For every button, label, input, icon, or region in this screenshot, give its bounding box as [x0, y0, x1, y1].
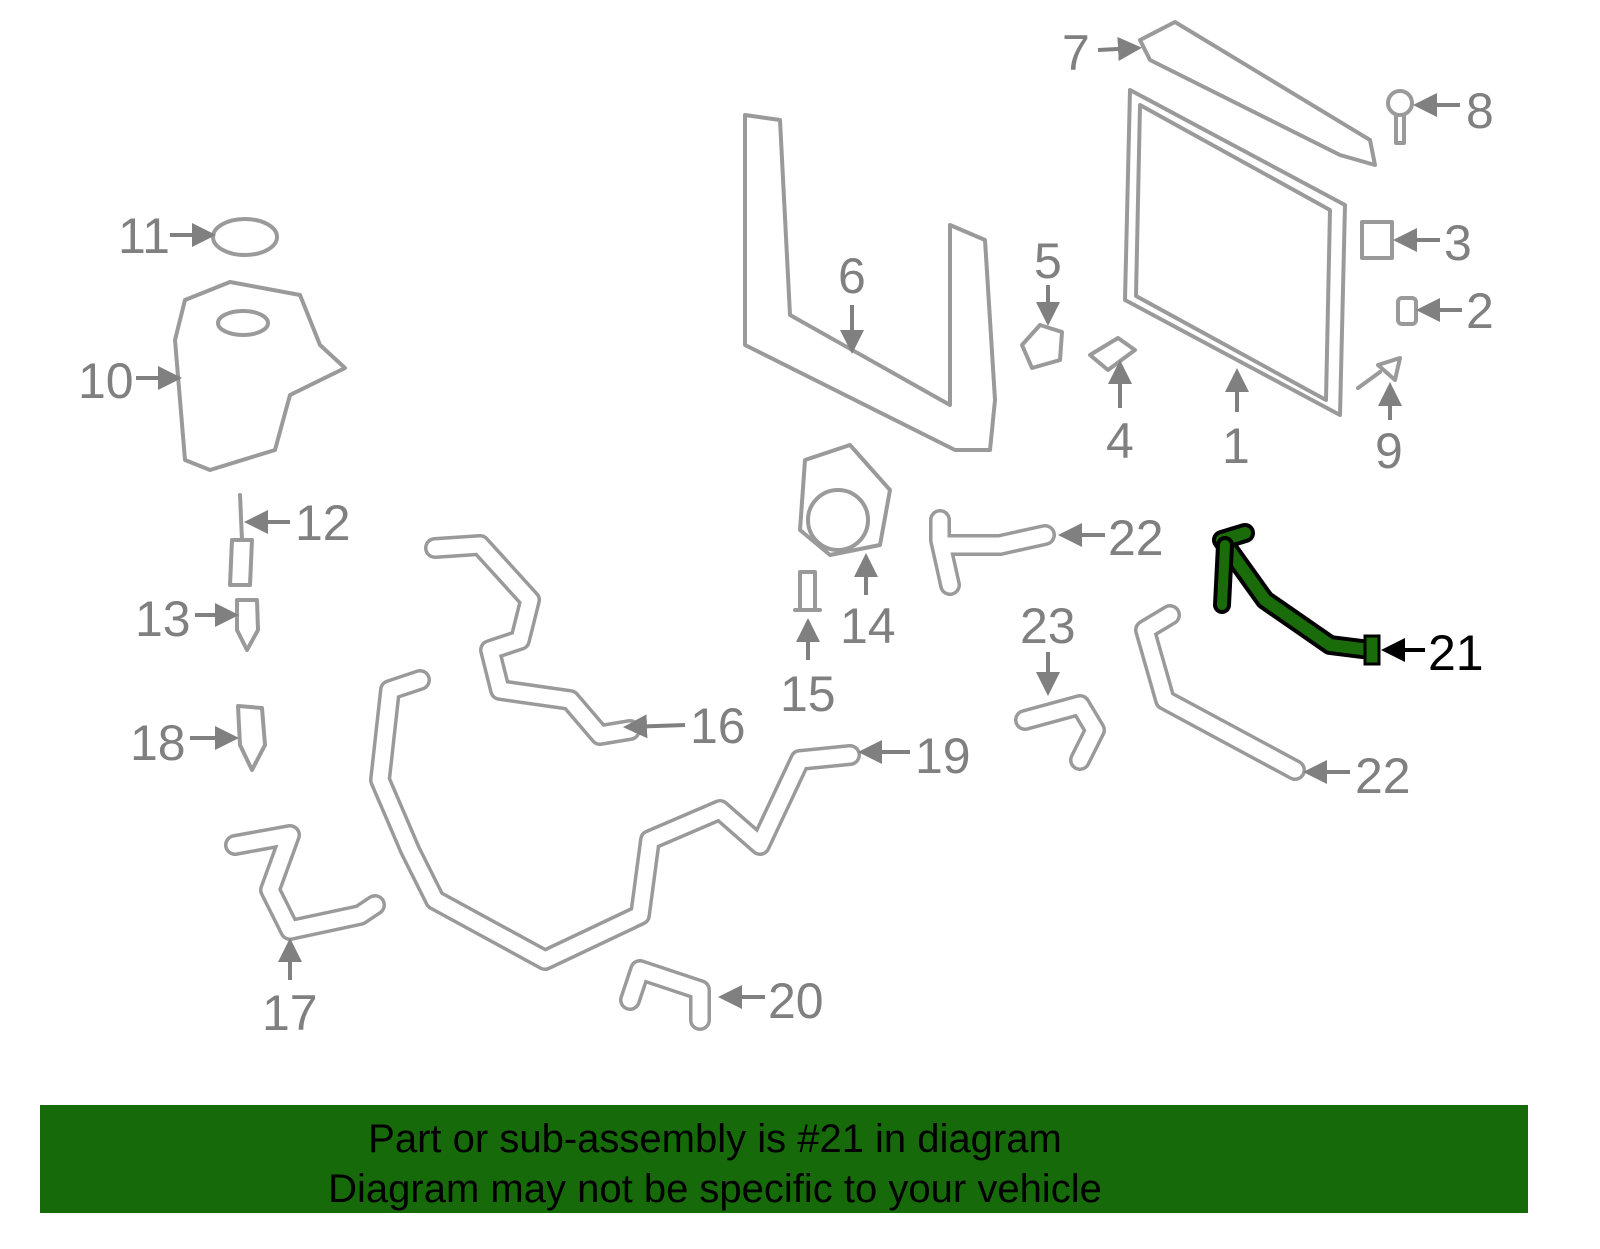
part-10-expansion-tank[interactable]	[173, 280, 347, 472]
part-13-sensor[interactable]	[235, 598, 260, 652]
callout-7: 7	[1062, 25, 1090, 81]
banner-line-1: Part or sub-assembly is #21 in diagram	[368, 1117, 1062, 1161]
callout-21: 21	[1428, 625, 1484, 681]
callout-22-lower: 22	[1355, 748, 1411, 804]
part-7-support-bracket[interactable]	[1138, 20, 1377, 167]
part-9-drain-plug[interactable]	[1356, 356, 1402, 390]
part-6-fan-shroud-frame[interactable]	[743, 113, 997, 452]
callout-15: 15	[780, 666, 836, 722]
banner-line-2: Diagram may not be specific to your vehi…	[328, 1167, 1102, 1211]
part-2-grommet[interactable]	[1396, 296, 1418, 326]
part-8-bolt[interactable]	[1386, 89, 1414, 145]
callout-4: 4	[1106, 413, 1134, 469]
callout-12: 12	[295, 495, 351, 551]
part-18-sensor[interactable]	[236, 704, 267, 772]
callout-9: 9	[1375, 423, 1403, 479]
callout-8: 8	[1466, 83, 1494, 139]
callout-10: 10	[78, 353, 134, 409]
part-5-bracket[interactable]	[1020, 323, 1064, 370]
callout-14: 14	[840, 598, 896, 654]
part-21-coolant-pipe-highlighted[interactable]	[1212, 523, 1381, 666]
part-17-hose[interactable]	[224, 824, 386, 941]
callout-13: 13	[135, 591, 191, 647]
info-banner: Part or sub-assembly is #21 in diagram D…	[40, 1105, 1528, 1213]
part-4-bracket[interactable]	[1088, 336, 1137, 372]
part-12-sensor[interactable]	[228, 493, 254, 587]
callout-22-upper: 22	[1108, 510, 1164, 566]
part-19-main-hose[interactable]	[369, 669, 861, 971]
part-11-cap[interactable]	[211, 217, 279, 257]
callout-20: 20	[768, 973, 824, 1029]
callout-11: 11	[118, 208, 170, 264]
part-22-upper-hose[interactable]	[929, 509, 1056, 596]
part-20-hose[interactable]	[619, 959, 711, 1031]
callout-6: 6	[838, 248, 866, 304]
callout-3: 3	[1444, 215, 1472, 271]
callout-19: 19	[915, 728, 971, 784]
part-16-hose[interactable]	[424, 534, 641, 746]
part-14-thermostat[interactable]	[798, 443, 892, 557]
callout-5: 5	[1034, 233, 1062, 289]
part-1-radiator[interactable]	[1123, 88, 1347, 417]
part-15-bolt[interactable]	[793, 570, 822, 612]
callout-arrows	[136, 37, 1462, 1009]
callout-18: 18	[130, 715, 186, 771]
callout-17: 17	[262, 985, 318, 1041]
callout-1: 1	[1222, 418, 1250, 474]
part-3-clip[interactable]	[1360, 220, 1394, 260]
part-22-lower-hose[interactable]	[1134, 604, 1306, 781]
callout-2: 2	[1466, 283, 1494, 339]
callout-23: 23	[1020, 598, 1076, 654]
callout-16: 16	[690, 698, 746, 754]
part-23-hose[interactable]	[1014, 694, 1106, 771]
